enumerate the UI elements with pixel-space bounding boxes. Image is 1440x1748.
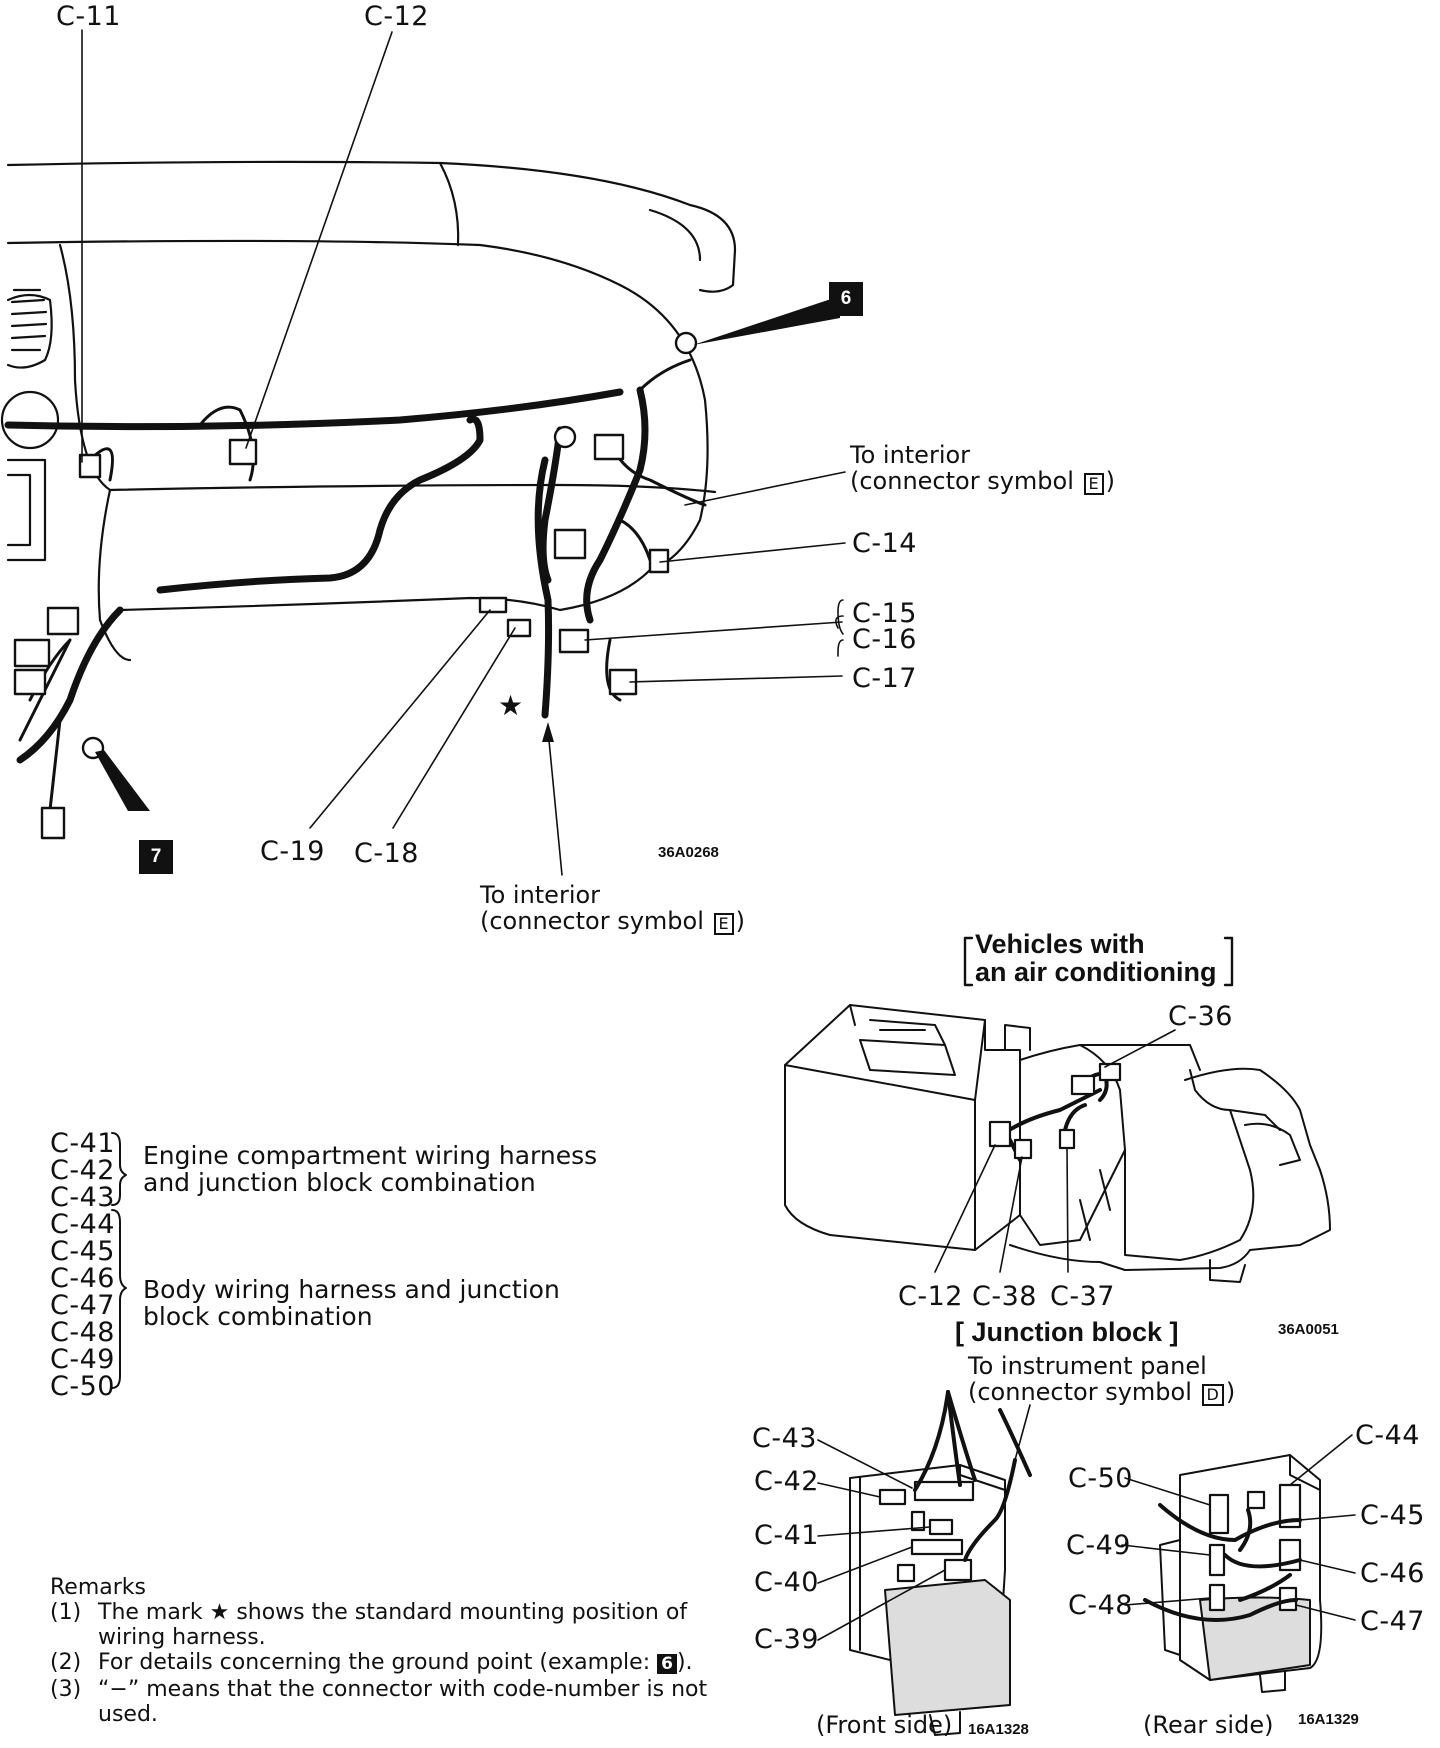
label-c49: C-49 <box>1066 1530 1131 1561</box>
ground-point-6-example: 6 <box>657 1654 677 1674</box>
connector-symbol-e: E <box>713 913 734 935</box>
label-c48: C-48 <box>1068 1590 1133 1621</box>
legend-code: C-47 <box>50 1290 115 1321</box>
connector-symbol-text: (connector symbol <box>850 467 1074 495</box>
connector-symbol-text: (connector symbol <box>480 907 704 935</box>
remark-number: (3) <box>50 1677 82 1702</box>
dashboard-outline <box>0 160 737 662</box>
main-harness <box>4 386 649 764</box>
aircon-connectors <box>988 1062 1122 1160</box>
label-c38: C-38 <box>972 1281 1037 1312</box>
figure-code-aircon: 36A0051 <box>1278 1321 1339 1338</box>
front-side-caption: (Front side) <box>816 1711 953 1739</box>
label-c11: C-11 <box>56 1 121 32</box>
label-aircon-c12: C-12 <box>898 1281 963 1312</box>
label-c14: C-14 <box>852 528 917 559</box>
to-interior-line2: (connector symbol E) <box>480 908 745 935</box>
remark-text: For details concerning the ground point … <box>98 1650 658 1675</box>
paren-close: ) <box>1225 1378 1236 1406</box>
junction-rear-leaders <box>1121 1434 1356 1621</box>
junction-front-drawing <box>849 1464 1011 1736</box>
label-c42: C-42 <box>754 1466 819 1497</box>
to-panel-line2: (connector symbol D) <box>968 1379 1235 1406</box>
label-c41: C-41 <box>754 1520 819 1551</box>
connector-symbol-e: E <box>1083 473 1104 495</box>
label-c19: C-19 <box>260 836 325 867</box>
junction-heading: [ Junction block ] <box>955 1317 1179 1347</box>
junction-front-wires <box>913 1390 1032 1562</box>
legend-code: C-50 <box>50 1371 115 1402</box>
label-c12: C-12 <box>364 1 429 32</box>
label-c18: C-18 <box>354 838 419 869</box>
label-c47: C-47 <box>1360 1606 1425 1637</box>
remark-text-wrap: For details concerning the ground point … <box>98 1650 748 1677</box>
aircon-leader-lines <box>934 1029 1176 1273</box>
remark-number: (2) <box>50 1650 82 1675</box>
aircon-unit-drawing <box>784 1004 1331 1283</box>
aircon-heading-line2: an air conditioning <box>975 957 1217 987</box>
connector-symbol-d: D <box>1201 1384 1224 1406</box>
label-c44: C-44 <box>1355 1420 1420 1451</box>
label-c15: C-15 <box>852 598 917 629</box>
paren-close: ) <box>1105 467 1116 495</box>
ground-point-7-badge: 7 <box>139 840 173 874</box>
to-interior-line1: To interior <box>480 881 601 909</box>
remarks-section: Remarks (1) The mark ★ shows the standar… <box>50 1575 748 1727</box>
legend-code: C-42 <box>50 1155 115 1186</box>
label-c16: C-16 <box>852 624 917 655</box>
remark-text: The mark ★ shows the standard mounting p… <box>98 1600 688 1650</box>
legend-code: C-48 <box>50 1317 115 1348</box>
arrowheads <box>95 296 840 811</box>
paren-close: ) <box>735 907 746 935</box>
legend-code: C-41 <box>50 1128 115 1159</box>
figure-code-front: 16A1328 <box>968 1721 1029 1738</box>
to-panel-line1: To instrument panel <box>968 1352 1207 1380</box>
remark-2: (2) For details concerning the ground po… <box>50 1650 748 1677</box>
junction-rear-connectors <box>1208 1483 1302 1612</box>
label-c45: C-45 <box>1360 1500 1425 1531</box>
remarks-title: Remarks <box>50 1575 146 1600</box>
aircon-heading-brackets <box>963 936 1234 987</box>
legend-group1-text: Engine compartment wiring harness and ju… <box>143 1141 598 1197</box>
to-interior-note-bottom: To interior (connector symbol E) <box>480 882 745 935</box>
remark-3: (3) “−” means that the connector with co… <box>50 1677 748 1727</box>
figure-code-rear: 16A1329 <box>1298 1711 1359 1728</box>
legend-code: C-45 <box>50 1236 115 1267</box>
legend-code: C-46 <box>50 1263 115 1294</box>
junction-front-connectors <box>878 1480 975 1583</box>
remark-1: (1) The mark ★ shows the standard mounti… <box>50 1600 748 1650</box>
legend-group2-text: Body wiring harness and junction block c… <box>143 1275 560 1331</box>
legend-code: C-43 <box>50 1182 115 1213</box>
label-c50: C-50 <box>1068 1463 1133 1494</box>
label-c36: C-36 <box>1168 1001 1233 1032</box>
legend-braces <box>111 1132 127 1389</box>
mounting-star: ★ <box>498 689 523 722</box>
legend-code: C-44 <box>50 1209 115 1240</box>
remark-number: (1) <box>50 1600 82 1625</box>
remark-tail: ). <box>676 1650 693 1675</box>
connector-symbol-text: (connector symbol <box>968 1378 1192 1406</box>
remark-text: “−” means that the connector with code-n… <box>98 1677 708 1727</box>
label-c39: C-39 <box>754 1624 819 1655</box>
rear-side-caption: (Rear side) <box>1143 1711 1274 1739</box>
legend-code: C-49 <box>50 1344 115 1375</box>
label-c46: C-46 <box>1360 1558 1425 1589</box>
ground-point-6-badge: 6 <box>829 282 863 316</box>
junction-front-leaders <box>817 1404 1031 1641</box>
label-c17: C-17 <box>852 663 917 694</box>
label-c37: C-37 <box>1050 1281 1115 1312</box>
figure-code-dash: 36A0268 <box>658 844 719 861</box>
to-interior-line2: (connector symbol E) <box>850 468 1115 495</box>
aircon-heading: Vehicles with an air conditioning <box>975 930 1217 986</box>
dash-connectors <box>13 331 698 840</box>
label-c43: C-43 <box>752 1423 817 1454</box>
dash-leader-lines <box>81 29 846 876</box>
to-interior-note-top: To interior (connector symbol E) <box>850 442 1115 495</box>
aircon-heading-line1: Vehicles with <box>975 929 1145 959</box>
to-interior-line1: To interior <box>850 441 971 469</box>
junction-rear-wires <box>1143 1503 1302 1622</box>
to-instrument-panel-note: To instrument panel (connector symbol D) <box>968 1353 1235 1406</box>
label-c40: C-40 <box>754 1567 819 1598</box>
